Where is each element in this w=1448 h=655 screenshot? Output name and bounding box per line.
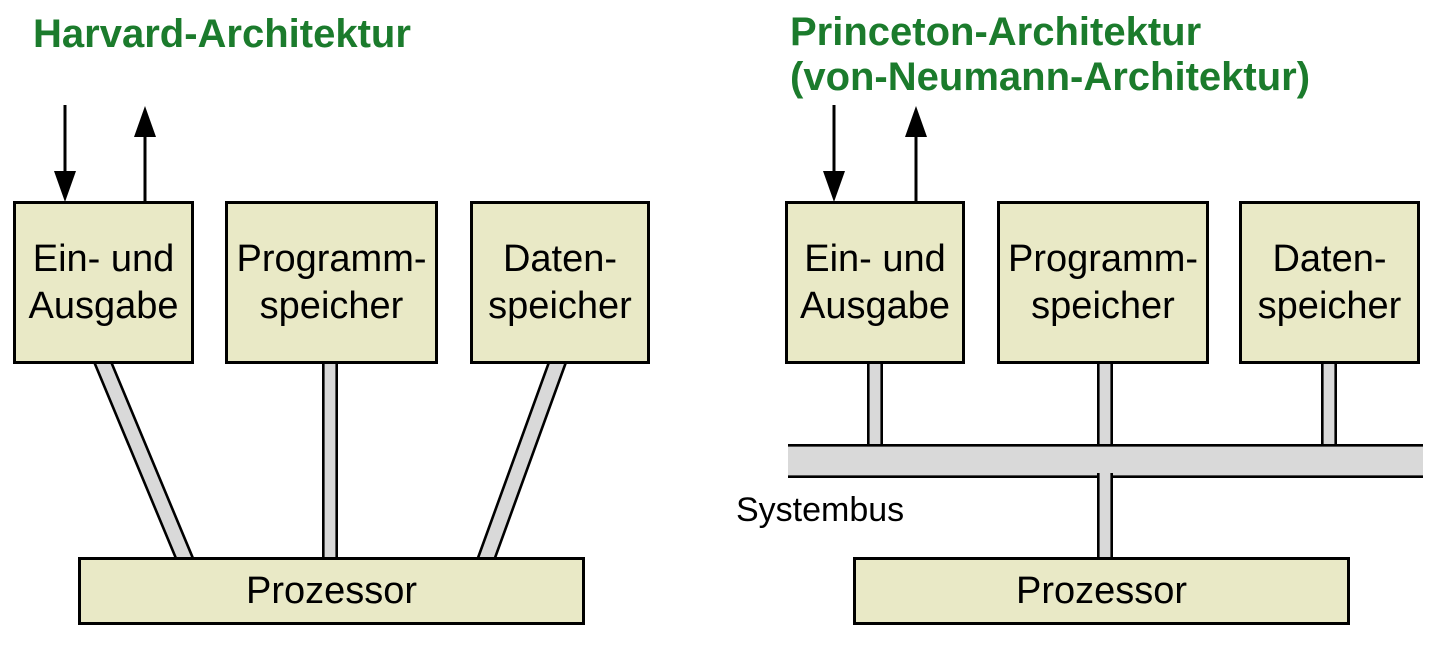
harvard-io-box: Ein- und Ausgabe <box>13 201 194 364</box>
princeton-output-arrow <box>905 106 927 201</box>
princeton-input-arrow <box>823 105 845 202</box>
princeton-data-bus <box>1321 358 1337 446</box>
princeton-data-memory-box: Daten- speicher <box>1239 201 1420 364</box>
princeton-title: Princeton-Architektur (von-Neumann-Archi… <box>790 10 1311 99</box>
princeton-io-box: Ein- und Ausgabe <box>785 201 965 364</box>
harvard-program-memory-box: Programm- speicher <box>225 201 438 364</box>
harvard-processor-box: Prozessor <box>78 557 585 625</box>
harvard-program-bus <box>321 358 339 562</box>
harvard-output-arrow <box>134 106 156 201</box>
harvard-input-arrow <box>54 105 76 202</box>
systembus-label: Systembus <box>736 491 905 529</box>
systembus-bar <box>788 443 1423 479</box>
princeton-processor-bus <box>1097 473 1113 562</box>
princeton-program-bus <box>1097 358 1113 446</box>
princeton-processor-box: Prozessor <box>853 557 1350 625</box>
princeton-program-memory-box: Programm- speicher <box>997 201 1209 364</box>
princeton-io-bus <box>866 358 884 446</box>
harvard-data-bus <box>474 356 570 564</box>
harvard-io-bus <box>90 356 197 564</box>
harvard-title: Harvard-Architektur <box>33 12 411 56</box>
harvard-data-memory-box: Daten- speicher <box>470 201 650 364</box>
